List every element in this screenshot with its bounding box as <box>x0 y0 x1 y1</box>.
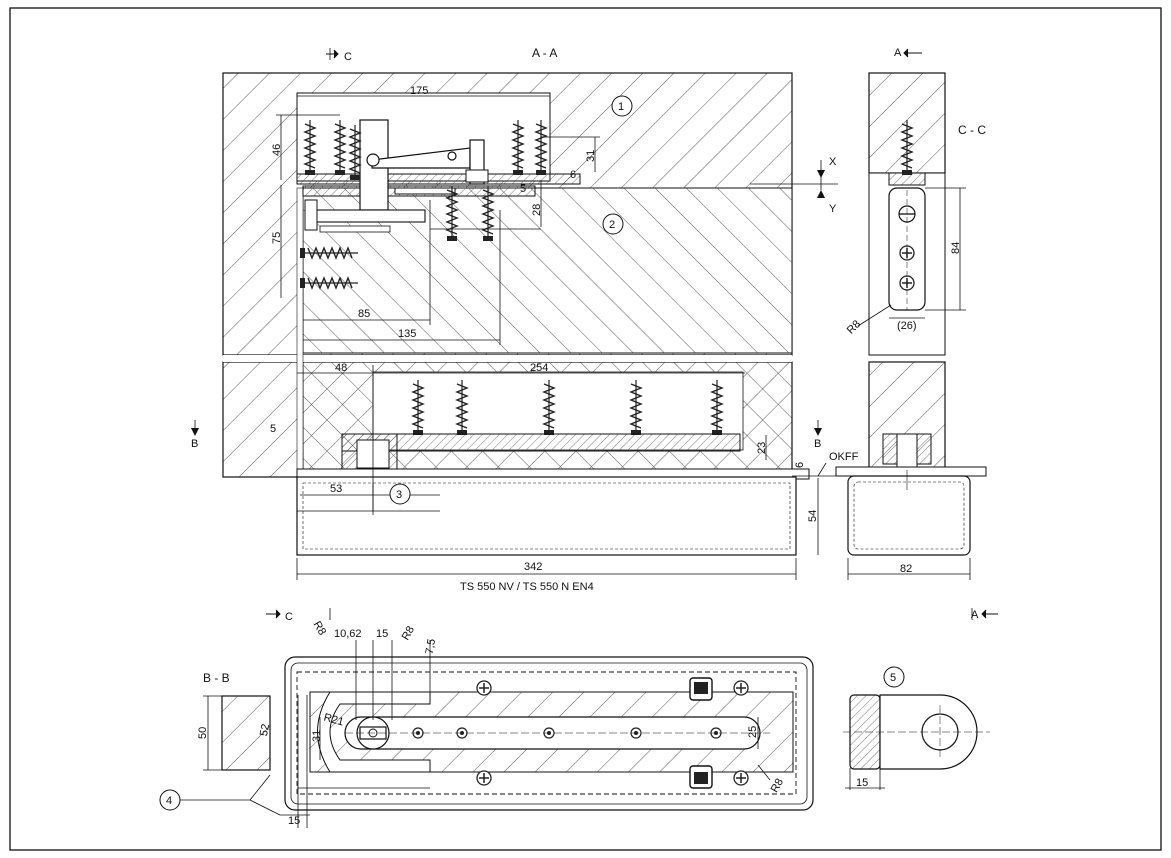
svg-text:2: 2 <box>609 219 615 231</box>
dim-85: 85 <box>358 308 370 320</box>
dim-53: 53 <box>330 483 342 495</box>
x-label: X <box>829 156 837 168</box>
dim-r8d: R8 <box>400 624 417 642</box>
dim-26: (26) <box>897 320 917 332</box>
section-a-bottom-arrow <box>981 609 998 619</box>
dim-28: 28 <box>531 204 543 216</box>
dim-84: 84 <box>950 242 962 254</box>
dim-15c: 15 <box>288 815 300 827</box>
section-c-bottom-arrow <box>266 609 281 619</box>
section-aa-label: A - A <box>532 46 557 60</box>
dim-48: 48 <box>335 362 347 374</box>
okff-label: OKFF <box>829 451 859 463</box>
svg-text:4: 4 <box>166 795 172 807</box>
svg-text:5: 5 <box>890 672 896 684</box>
dim-6b: 6 <box>794 462 806 468</box>
xy-arrows <box>817 170 825 198</box>
cc-dimension-lines <box>847 187 971 580</box>
callout-3: 3 <box>389 483 411 505</box>
section-cc-label: C - C <box>958 123 986 137</box>
dim-r8a: R8 <box>845 318 863 336</box>
section-b-right-arrow <box>814 428 822 436</box>
dim-23: 23 <box>756 442 768 454</box>
section-bb-view <box>221 656 814 811</box>
dim-175: 175 <box>410 85 428 97</box>
dim-50: 50 <box>197 727 209 739</box>
dim-5b: 5 <box>270 423 276 435</box>
aa-dimension-lines <box>194 48 838 580</box>
section-aa-view <box>222 72 838 556</box>
dim-31b: 31 <box>311 730 323 742</box>
dim-5a: 5 <box>520 183 526 195</box>
dim-r8c: R8 <box>311 619 328 637</box>
section-b-right-label: B <box>814 438 821 450</box>
dim-52: 52 <box>258 723 272 737</box>
section-b-left-label: B <box>191 438 198 450</box>
section-c-top-label: C <box>344 51 352 63</box>
dim-15a: 15 <box>376 628 388 640</box>
section-c-top-arrow <box>326 49 339 59</box>
dim-25: 25 <box>747 726 759 738</box>
page-border <box>9 7 1162 851</box>
bb-dimension-lines <box>180 608 973 828</box>
callout-2: 2 <box>602 213 624 235</box>
callout-4: 4 <box>159 789 181 811</box>
dim-6a: 6 <box>570 169 576 181</box>
detail-5-view <box>843 694 990 790</box>
section-a-top-label: A <box>894 47 902 59</box>
dim-254: 254 <box>530 362 548 374</box>
dim-75b: 7,5 <box>424 638 438 655</box>
section-b-left-arrow <box>191 428 199 436</box>
dim-1062: 10,62 <box>334 628 362 640</box>
dim-342: 342 <box>524 561 542 573</box>
model-label: TS 550 NV / TS 550 N EN4 <box>460 581 594 593</box>
svg-text:3: 3 <box>396 489 402 501</box>
section-bb-label: B - B <box>203 671 230 685</box>
section-a-bottom-label: A <box>971 609 979 621</box>
dim-82: 82 <box>900 563 912 575</box>
section-c-bottom-label: C <box>285 611 293 623</box>
dim-31: 31 <box>585 150 597 162</box>
dim-135: 135 <box>398 328 416 340</box>
callout-1: 1 <box>611 95 633 117</box>
dim-15b: 15 <box>856 777 868 789</box>
dim-54: 54 <box>807 510 819 522</box>
y-label: Y <box>829 203 837 215</box>
dim-r21: R21 <box>322 712 345 729</box>
callout-5: 5 <box>883 666 905 688</box>
section-cc-view <box>835 72 987 556</box>
dim-46: 46 <box>271 144 283 156</box>
dim-75: 75 <box>271 232 283 244</box>
svg-text:1: 1 <box>618 101 624 113</box>
section-a-top-arrow <box>903 48 922 58</box>
